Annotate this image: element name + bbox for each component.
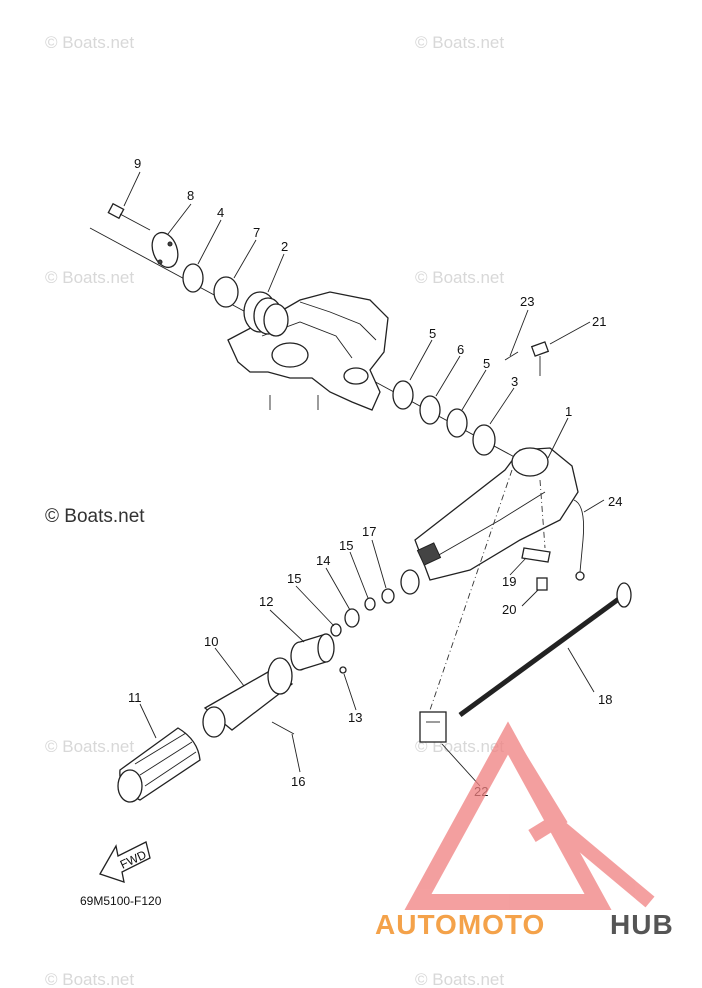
part-6-ring bbox=[419, 395, 441, 425]
part-23-pin bbox=[504, 351, 519, 361]
callout-15: 15 bbox=[287, 571, 301, 586]
callout-20: 20 bbox=[502, 602, 516, 617]
callout-8: 8 bbox=[187, 188, 194, 203]
callout-6: 6 bbox=[457, 342, 464, 357]
part-9-bolt bbox=[107, 202, 151, 231]
watermark: © Boats.net bbox=[45, 970, 134, 988]
callout-4: 4 bbox=[217, 205, 224, 220]
watermark: © Boats.net bbox=[45, 268, 134, 287]
watermark: © Boats.net bbox=[45, 33, 134, 52]
main-watermark: © Boats.net bbox=[45, 506, 145, 527]
logo-mark-icon bbox=[404, 721, 655, 910]
part-5-washer bbox=[392, 380, 414, 410]
part-3-bushing bbox=[472, 424, 496, 456]
part-11-grip bbox=[117, 727, 201, 803]
callout-16: 16 bbox=[291, 774, 305, 789]
part-12-collar bbox=[290, 633, 335, 671]
callout-11: 11 bbox=[128, 690, 142, 705]
part-15-washer bbox=[330, 623, 342, 637]
part-7-oring bbox=[213, 276, 239, 308]
figure-code: 69M5100-F120 bbox=[80, 894, 162, 908]
part-18-rod bbox=[458, 582, 632, 718]
callout-5: 5 bbox=[483, 356, 490, 371]
callout-1: 1 bbox=[565, 404, 572, 419]
watermark: © Boats.net bbox=[45, 737, 134, 756]
dash-guide bbox=[539, 479, 546, 549]
part-24-cable bbox=[573, 499, 585, 573]
callout-14: 14 bbox=[316, 553, 330, 568]
part-5-washer bbox=[446, 408, 468, 438]
part-16-screw bbox=[271, 721, 295, 735]
logo: AUTOMOTO HUB bbox=[375, 721, 674, 940]
callout-23: 23 bbox=[520, 294, 534, 309]
leader-lines bbox=[123, 171, 605, 787]
callout-10: 10 bbox=[204, 634, 218, 649]
logo-text-automoto: AUTOMOTO bbox=[375, 909, 545, 940]
logo-text-hub: HUB bbox=[610, 909, 674, 940]
callout-21: 21 bbox=[592, 314, 606, 329]
callout-15: 15 bbox=[339, 538, 353, 553]
part-2-bushing bbox=[243, 291, 289, 337]
part-21-screw bbox=[530, 341, 550, 376]
part-4-ring bbox=[182, 263, 204, 293]
callout-3: 3 bbox=[511, 374, 518, 389]
watermark: © Boats.net bbox=[415, 268, 504, 287]
part-13-pin bbox=[339, 666, 347, 674]
watermarks: © Boats.net © Boats.net © Boats.net © Bo… bbox=[45, 33, 504, 988]
callout-13: 13 bbox=[348, 710, 362, 725]
part-14-spring bbox=[344, 608, 360, 628]
part-8-plate bbox=[151, 231, 179, 269]
callout-12: 12 bbox=[259, 594, 273, 609]
part-19-bracket bbox=[521, 547, 551, 563]
part-20-bolt bbox=[536, 577, 548, 591]
dash-guide bbox=[429, 469, 513, 711]
callout-19: 19 bbox=[502, 574, 516, 589]
callout-9: 9 bbox=[134, 156, 141, 171]
callout-5: 5 bbox=[429, 326, 436, 341]
callouts: 9 8 4 7 2 5 6 5 3 23 21 1 24 17 15 14 15… bbox=[128, 156, 622, 799]
part-15-washer bbox=[364, 597, 376, 611]
callout-17: 17 bbox=[362, 524, 376, 539]
part-22-clip bbox=[419, 711, 447, 743]
callout-2: 2 bbox=[281, 239, 288, 254]
callout-7: 7 bbox=[253, 225, 260, 240]
part-17-nut bbox=[381, 588, 395, 604]
part-10-throttle-tube bbox=[202, 657, 294, 738]
fwd-label: FWD bbox=[118, 847, 149, 871]
watermark: © Boats.net bbox=[415, 970, 504, 988]
callout-18: 18 bbox=[598, 692, 612, 707]
callout-24: 24 bbox=[608, 494, 622, 509]
part-1-steering-arm bbox=[400, 447, 579, 595]
watermark: © Boats.net bbox=[415, 33, 504, 52]
fwd-arrow-icon: FWD bbox=[99, 841, 151, 883]
